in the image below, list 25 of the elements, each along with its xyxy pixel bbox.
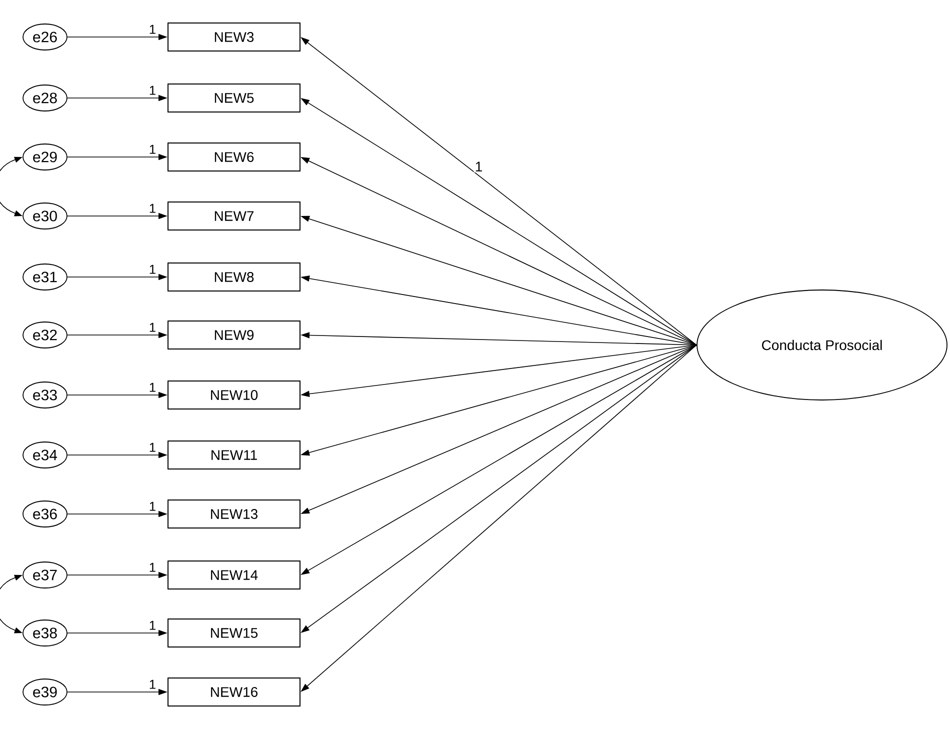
variable-box: NEW6 — [168, 142, 300, 172]
variable-box: NEW13 — [168, 500, 300, 528]
edge-label: 1 — [148, 382, 158, 393]
variable-box: NEW15 — [168, 618, 300, 648]
edge-label: 1 — [148, 202, 158, 214]
variable-box: NEW10 — [168, 380, 300, 410]
edge-label: 1 — [148, 620, 158, 631]
variable-box: NEW11 — [168, 440, 300, 470]
variable-box: NEW3 — [168, 22, 300, 52]
variable-box: NEW8 — [168, 262, 300, 292]
edge-label: 1 — [148, 264, 158, 275]
edge-label: 1 — [148, 144, 158, 155]
edge-label: 1 — [148, 678, 158, 690]
variable-box: NEW7 — [168, 202, 300, 230]
variable-box: NEW16 — [168, 678, 300, 706]
edge-label: 1 — [474, 160, 484, 172]
variable-box: NEW9 — [168, 320, 300, 350]
edge-label: 1 — [148, 442, 158, 453]
edge-label: 1 — [148, 500, 158, 512]
edge-label: 1 — [148, 562, 158, 573]
edge-label: 1 — [148, 322, 158, 333]
edge-label: 1 — [148, 84, 158, 96]
variable-box: NEW14 — [168, 560, 300, 590]
variable-box: NEW5 — [168, 84, 300, 112]
edge-label: 1 — [148, 24, 158, 35]
